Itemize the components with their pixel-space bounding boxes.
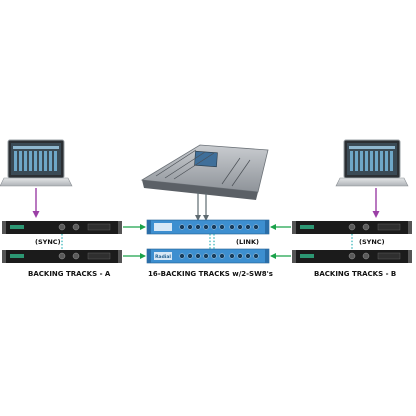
- audio-interface-right-bottom: [292, 250, 412, 263]
- radial-switcher-top: [146, 219, 270, 235]
- audio-lines: [123, 224, 291, 259]
- sync-link-lines: [61, 234, 353, 250]
- laptop-right: [335, 139, 409, 187]
- audio-interface-right-top: [292, 221, 412, 234]
- sync-label-right: (SYNC): [359, 238, 385, 246]
- laptop-left: [0, 139, 73, 187]
- console-output-lines: [195, 192, 209, 221]
- audio-interface-left-top: [2, 221, 122, 234]
- caption-backing-tracks-a: BACKING TRACKS - A: [28, 270, 111, 278]
- daw-screen-right: [349, 146, 395, 171]
- daw-screen-left: [13, 146, 59, 171]
- sync-label-left: (SYNC): [35, 238, 61, 246]
- radial-switcher-bottom: Radial: [146, 248, 270, 264]
- audio-interface-left-bottom: [2, 250, 122, 263]
- usb-lines: [32, 188, 380, 218]
- caption-backing-tracks-center: 16-BACKING TRACKS w/2-SW8's: [148, 270, 273, 278]
- link-label: (LINK): [236, 238, 259, 246]
- radial-brand-logo: Radial: [155, 254, 171, 260]
- caption-backing-tracks-b: BACKING TRACKS - B: [314, 270, 397, 278]
- mixing-console: [140, 144, 269, 200]
